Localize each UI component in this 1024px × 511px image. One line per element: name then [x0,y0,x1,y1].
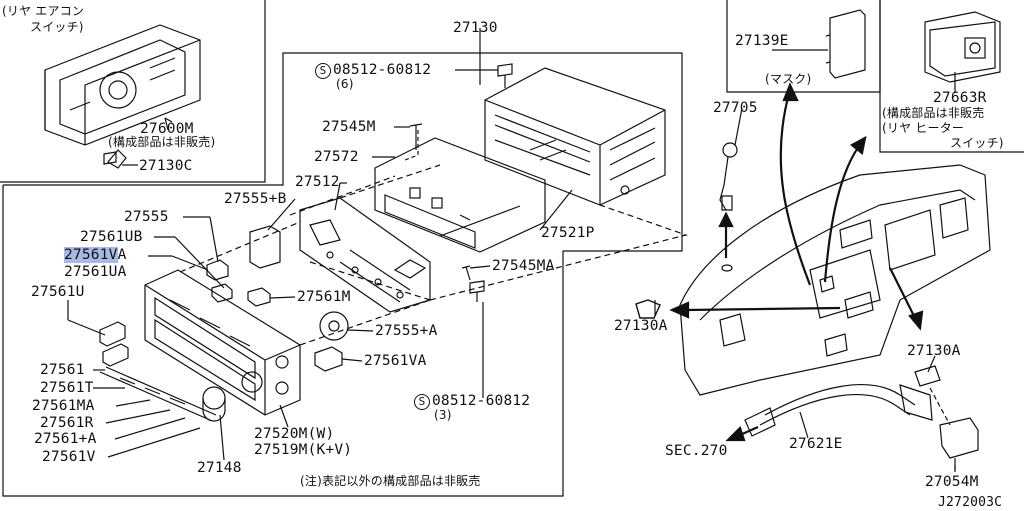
main-parts-box [2,52,683,497]
label-27130A-2[interactable]: 27130A [907,343,961,359]
label-27600M[interactable]: 27600M [140,121,194,137]
label-27555[interactable]: 27555 [124,209,169,225]
label-27555B[interactable]: 27555+B [224,191,287,207]
label-27139E[interactable]: 27139E [735,33,789,49]
highlight-27561V: 27561V [64,247,118,263]
label-27561UB[interactable]: 27561UB [80,229,143,245]
label-27521P[interactable]: 27521P [541,225,595,241]
label-27561A[interactable]: 27561+A [34,431,97,447]
label-27545MA[interactable]: 27545MA [492,258,555,274]
bolt2-number: 08512-60812 [432,393,531,409]
assembly-dashed-lines [179,164,689,346]
label-bolt1-qty: (6) [336,77,354,91]
label-27054M[interactable]: 27054M [925,474,979,490]
label-27663R-note3: スイッチ) [950,136,1004,150]
sensor-27705-drawing [719,142,738,272]
label-rear-ac-note: (リヤ エアコン [2,4,85,18]
footnote: (注)表記以外の構成部品は非販売 [300,474,481,488]
label-27561R[interactable]: 27561R [40,415,94,431]
label-27572[interactable]: 27572 [314,149,359,165]
label-27520M[interactable]: 27520M(W) [254,426,335,442]
hose-27621E-drawing [744,384,933,437]
label-27561M[interactable]: 27561M [297,289,351,305]
label-27130[interactable]: 27130 [453,20,498,36]
label-bolt2-qty: (3) [434,408,452,422]
label-mask-note: (マスク) [765,72,812,86]
part-27561M-drawing [247,287,271,307]
dashboard-drawing [679,164,991,396]
control-unit-27521P-drawing [484,67,666,206]
rear-switch-box [0,0,266,183]
part-27555-drawing [206,259,229,281]
label-rear-ac-note2: スイッチ) [30,20,84,34]
label-27621E[interactable]: 27621E [789,436,843,452]
label-27663R[interactable]: 27663R [933,90,987,106]
screw-27545M [409,123,423,150]
label-sec270[interactable]: SEC.270 [665,443,728,459]
diagram-code: J272003C [938,495,1003,510]
part-27555A-drawing [319,311,349,341]
arrows [635,82,924,442]
screw-08512-2 [469,280,485,302]
s-mark-2: S [414,394,430,410]
switch-27663R-drawing [924,11,1001,83]
sensor-27054M-drawing [939,417,979,470]
label-27600M-note: (構成部品は非販売) [108,135,216,149]
label-27148[interactable]: 27148 [197,460,242,476]
label-27561VA[interactable]: 27561VA [364,353,427,369]
buttons-left-drawing [99,321,217,421]
label-27561U[interactable]: 27561U [31,284,85,300]
screw-27130C [103,151,117,165]
label-27130A-1[interactable]: 27130A [614,318,668,334]
part-27561VA-drawing [314,346,343,372]
label-27561V[interactable]: 27561V [42,449,96,465]
label-27561VA-highlighted[interactable]: 27561VA [64,247,127,263]
label-27561UA[interactable]: 27561UA [64,264,127,280]
s-mark: S [315,63,331,79]
label-27663R-note2: (リヤ ヒーター [882,121,965,135]
bracket-27572-drawing [374,130,546,253]
label-27663R-note1: (構成部品は非販売 [882,106,985,120]
label-27555A[interactable]: 27555+A [375,323,438,339]
screw-27545MA [461,265,471,281]
label-27561[interactable]: 27561 [40,362,85,378]
rear-heater-switch-box [879,0,1024,153]
label-27561MA[interactable]: 27561MA [32,398,95,414]
part-27555B-drawing [249,225,281,269]
part-27561UB-drawing [211,283,233,303]
label-27130C[interactable]: 27130C [139,158,193,174]
label-27705[interactable]: 27705 [713,100,758,116]
mask-27139E-drawing [825,9,866,79]
label-27519M[interactable]: 27519M(K+V) [254,442,353,458]
screw-08512-1 [497,63,513,88]
front-panel-27520M-drawing [144,269,301,416]
label-27561T[interactable]: 27561T [40,380,94,396]
knob-27148-drawing [202,386,226,422]
suffix-A: A [117,247,127,263]
bolt1-number: 08512-60812 [333,62,432,78]
label-27545M[interactable]: 27545M [322,119,376,135]
rear-ac-switch-drawing [44,24,201,169]
label-27512[interactable]: 27512 [295,174,340,190]
leader-lines [67,28,573,461]
